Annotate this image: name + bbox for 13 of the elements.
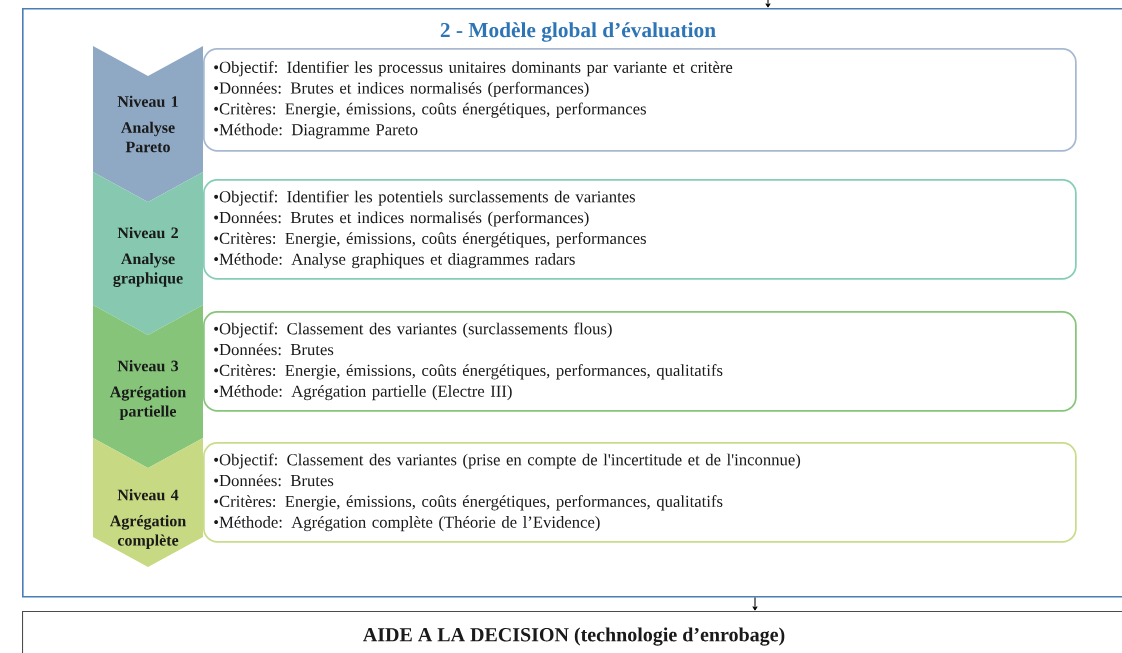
level-label: Niveau 3 Agrégation partielle (93, 305, 203, 468)
level-label: Niveau 4 Agrégation complète (93, 438, 203, 567)
description-box: •Objectif: Identifier les potentiels surclassements de variantes •Données: Brutes et indices normalisés (performances) •Critères: Energie, émissions, coûts énergétiques, performances •Méthode: Analyse graphiques et diagrammes radars (203, 179, 1077, 280)
level-label: Niveau 2 Analyse graphique (93, 172, 203, 335)
level-label: Niveau 1 Analyse Pareto (93, 46, 203, 202)
description-box: •Objectif: Classement des variantes (surclassements flous) •Données: Brutes •Critères: Energie, émissions, coûts énergétiques, performances, qualitatifs •Méthode: Agrégation partielle (Electre III) (203, 311, 1077, 412)
description-box: •Objectif: Classement des variantes (prise en compte de l'incertitude et de l'inconnue) •Données: Brutes •Critères: Energie, émissions, coûts énergétiques, performances, qualitatifs •Méthode: Agrégation complète (Théorie de l’Evidence) (203, 442, 1077, 543)
panel (22, 8, 1122, 598)
panel-title: 2 - Modèle global d’évaluation (440, 22, 716, 42)
arrow (765, 0, 771, 8)
arrow (752, 597, 758, 611)
decision-box: AIDE A LA DECISION (technologie d’enrobage) (22, 611, 1122, 653)
description-box: •Objectif: Identifier les processus unitaires dominants par variante et critère •Données: Brutes et indices normalisés (performances) •Critères: Energie, émissions, coûts énergétiques, performances •Méthode: Diagramme Pareto (203, 48, 1077, 152)
